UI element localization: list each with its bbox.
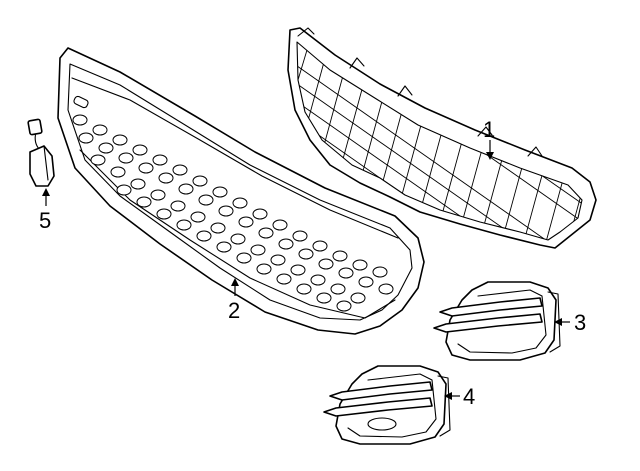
fog-bezel-left-flange — [437, 375, 451, 437]
callout-3: 3 — [574, 310, 586, 335]
upper-grille-tab — [397, 85, 413, 97]
upper-grille-inner-rim — [296, 41, 583, 241]
fog-bezel-right-fin-lower — [433, 313, 543, 333]
upper-grille-tab — [297, 27, 315, 37]
callout-2: 2 — [228, 298, 240, 323]
upper-grille-tab — [527, 146, 543, 157]
cap-plug-connector — [27, 118, 43, 136]
callout-5: 5 — [39, 208, 51, 233]
fog-bezel-right-inner — [457, 289, 547, 354]
fog-bezel-right-fin-upper — [439, 297, 543, 317]
fog-bezel-left-fin-lower — [323, 397, 433, 417]
fog-bezel-left-lamp-hole — [367, 417, 397, 431]
lower-grille-openings — [72, 114, 394, 312]
cap-plug-rim — [43, 145, 49, 181]
callout-4: 4 — [463, 384, 475, 409]
lower-grille-bottom-ridge — [79, 149, 396, 319]
fog-bezel-left — [323, 365, 451, 445]
upper-grille-tab — [349, 57, 365, 69]
fog-bezel-left-inner — [347, 373, 437, 438]
fog-bezel-left-fin-upper — [329, 381, 433, 401]
fog-bezel-right — [433, 281, 561, 361]
upper-grille-tab — [477, 126, 493, 137]
callout-leaders — [42, 140, 570, 400]
arrow-5 — [42, 188, 50, 196]
lower-grille — [57, 47, 425, 335]
arrow-1 — [486, 152, 494, 160]
cap-plug-body — [29, 145, 55, 187]
cap-plug — [27, 118, 55, 187]
lower-grille-top-ridge — [71, 77, 399, 239]
lower-grille-inner-rim — [67, 63, 413, 321]
upper-grille-outer — [287, 27, 597, 249]
arrow-4 — [444, 392, 452, 400]
callout-1: 1 — [483, 117, 495, 142]
arrow-3 — [554, 318, 562, 326]
lower-grille-slot — [73, 95, 89, 109]
arrow-2 — [231, 278, 239, 286]
